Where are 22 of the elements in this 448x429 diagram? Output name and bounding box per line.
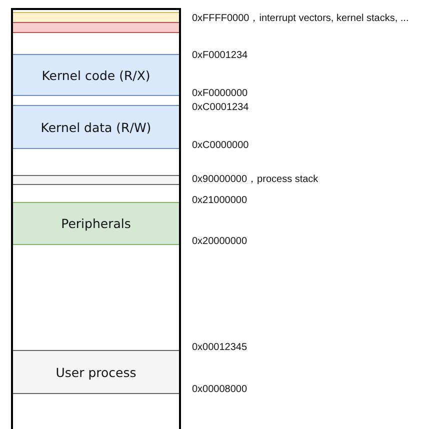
address-label: 0x20000000 (192, 236, 248, 248)
memory-region-bar (13, 12, 179, 23)
address-label: 0xF0000000 (192, 88, 248, 100)
address-label: 0xF0001234 (192, 50, 248, 62)
memory-region-box (13, 105, 179, 149)
memory-region-box (13, 350, 179, 394)
region-label: User process (56, 364, 136, 380)
address-label: 0x00012345 (192, 342, 248, 354)
address-label: 0xC0000000 (192, 140, 249, 152)
address-label: 0x00008000 (192, 384, 248, 396)
memory-region-box (13, 54, 179, 96)
address-label: 0x90000000，process stack (192, 174, 318, 186)
address-label: 0xC0001234 (192, 102, 249, 114)
region-label: Peripherals (61, 216, 131, 231)
address-label: 0xFFFF0000，interrupt vectors, kernel stacks, ... (192, 13, 409, 25)
region-label: Kernel code (R/X) (42, 68, 150, 82)
memory-region-bar (13, 22, 179, 33)
region-label: Kernel data (R/W) (40, 120, 152, 134)
memory-map-column (11, 8, 181, 429)
memory-region-bar (13, 175, 179, 185)
address-label: 0x21000000 (192, 195, 248, 207)
memory-region-box (13, 202, 179, 245)
